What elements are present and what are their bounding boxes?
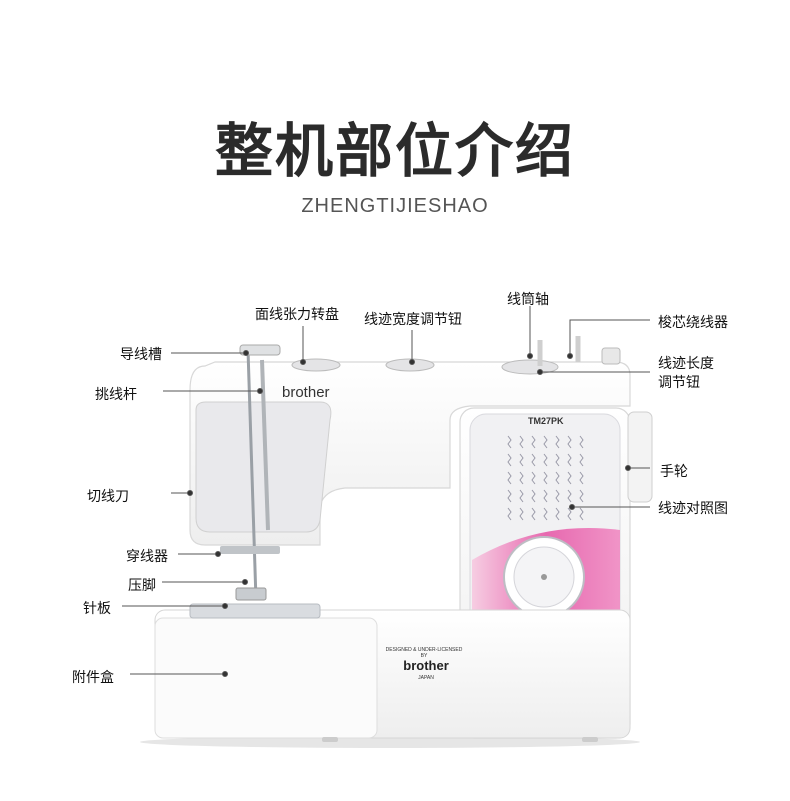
stitch-glyph bbox=[555, 489, 560, 503]
label-take-up-lever: 挑线杆 bbox=[95, 387, 137, 403]
label-stitch-chart: 线迹对照图 bbox=[658, 501, 728, 517]
page-subtitle: ZHENGTIJIESHAO bbox=[301, 195, 489, 217]
label-thread-cutter: 切线刀 bbox=[87, 489, 129, 505]
label-spool-pin: 线筒轴 bbox=[507, 292, 549, 308]
stitch-glyph bbox=[555, 453, 560, 467]
stitch-glyph bbox=[531, 435, 536, 449]
page-title: 整机部位介绍 bbox=[214, 117, 575, 185]
stitch-glyph bbox=[519, 507, 524, 521]
badge-line2: BY bbox=[421, 653, 428, 659]
stitch-glyph bbox=[507, 471, 512, 485]
stitch-glyph bbox=[543, 507, 548, 521]
stitch-glyph bbox=[507, 489, 512, 503]
label-needle-threader: 穿线器 bbox=[126, 549, 168, 565]
label-accessory-box: 附件盒 bbox=[72, 670, 114, 686]
badge-line1: DESIGNED & UNDER-LICENSED bbox=[386, 647, 463, 653]
stitch-glyph bbox=[567, 471, 572, 485]
label-length-dial: 线迹长度 调节钮 bbox=[658, 355, 714, 393]
stitch-glyph bbox=[567, 489, 572, 503]
stitch-glyph bbox=[531, 489, 536, 503]
badge-brand: brother bbox=[403, 658, 449, 673]
stitch-glyph bbox=[555, 507, 560, 521]
stitch-glyph bbox=[507, 453, 512, 467]
stitch-glyph bbox=[519, 453, 524, 467]
handwheel bbox=[627, 411, 653, 503]
leader-lines bbox=[122, 306, 650, 677]
stitch-glyph bbox=[531, 507, 536, 521]
stitch-glyph bbox=[555, 435, 560, 449]
label-handwheel: 手轮 bbox=[660, 464, 688, 480]
stitch-glyph bbox=[567, 453, 572, 467]
brand-logo: brother bbox=[282, 384, 330, 401]
stitch-glyph bbox=[579, 471, 584, 485]
head-panel bbox=[195, 401, 332, 533]
stitch-glyph bbox=[531, 471, 536, 485]
stitch-glyph bbox=[579, 507, 584, 521]
stitch-glyph bbox=[507, 507, 512, 521]
tension-dial bbox=[291, 358, 341, 372]
stitch-glyph bbox=[579, 489, 584, 503]
stitch-glyph bbox=[567, 507, 572, 521]
accessory-box-body bbox=[154, 617, 378, 739]
badge-line3: JAPAN bbox=[418, 675, 434, 681]
stitch-glyph bbox=[531, 453, 536, 467]
stitch-glyph bbox=[543, 471, 548, 485]
stitch-glyph bbox=[555, 471, 560, 485]
length-dial bbox=[501, 359, 559, 375]
label-length-dial-line2: 调节钮 bbox=[658, 375, 700, 391]
label-bobbin-winder: 梭芯绕线器 bbox=[658, 315, 728, 331]
model-name: TM27PK bbox=[528, 416, 564, 426]
label-presser-foot: 压脚 bbox=[128, 578, 156, 594]
width-dial bbox=[385, 358, 435, 372]
stitch-glyph bbox=[519, 489, 524, 503]
stitch-glyph bbox=[579, 453, 584, 467]
stitch-chart bbox=[507, 435, 584, 521]
label-width-dial: 线迹宽度调节钮 bbox=[364, 312, 462, 328]
stitch-glyph bbox=[543, 435, 548, 449]
stitch-glyph bbox=[543, 489, 548, 503]
label-length-dial-line1: 线迹长度 bbox=[658, 356, 714, 372]
stitch-glyph bbox=[543, 453, 548, 467]
label-needle-plate: 针板 bbox=[83, 601, 111, 617]
stitch-glyph bbox=[519, 435, 524, 449]
stitch-glyph bbox=[519, 471, 524, 485]
label-tension-dial: 面线张力转盘 bbox=[255, 307, 339, 323]
stitch-glyph bbox=[567, 435, 572, 449]
stitch-glyph bbox=[507, 435, 512, 449]
stitch-glyph bbox=[579, 435, 584, 449]
label-thread-guide: 导线槽 bbox=[120, 347, 162, 363]
